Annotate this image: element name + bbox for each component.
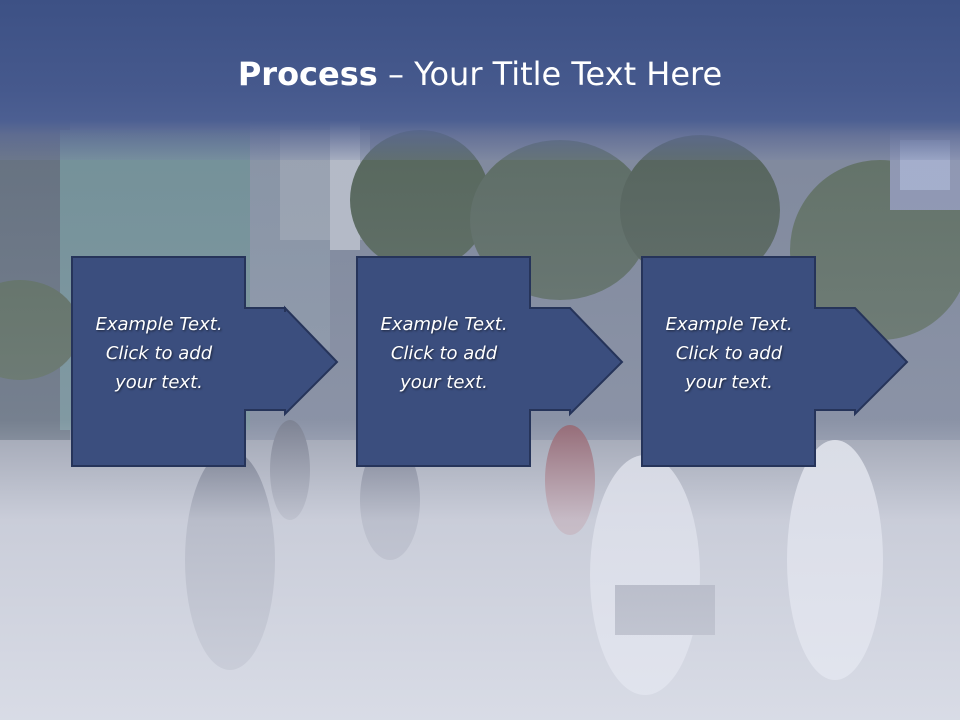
step-text[interactable]: Example Text. Click to add your text. (643, 310, 815, 397)
step-text-line: your text. (685, 372, 773, 393)
process-step-3[interactable]: Example Text. Click to add your text. (641, 256, 913, 468)
step-text-line: Click to add (105, 343, 213, 364)
step-text-line: Example Text. (95, 314, 223, 335)
arrow-box-shape (356, 256, 624, 467)
step-text-line: Example Text. (665, 314, 793, 335)
step-text-line: Example Text. (380, 314, 508, 335)
step-text[interactable]: Example Text. Click to add your text. (73, 310, 245, 397)
step-text-line: Click to add (675, 343, 783, 364)
step-text-line: your text. (400, 372, 488, 393)
title-rest: – Your Title Text Here (377, 55, 723, 93)
step-text-line: your text. (115, 372, 203, 393)
title-bar (0, 0, 960, 160)
arrow-box-shape (71, 256, 339, 467)
arrow-box-shape (641, 256, 909, 467)
title-bold: Process (237, 55, 378, 93)
process-step-2[interactable]: Example Text. Click to add your text. (356, 256, 628, 468)
process-step-1[interactable]: Example Text. Click to add your text. (71, 256, 343, 468)
step-text-line: Click to add (390, 343, 498, 364)
step-text[interactable]: Example Text. Click to add your text. (358, 310, 530, 397)
slide-title[interactable]: Process – Your Title Text Here (0, 52, 960, 96)
